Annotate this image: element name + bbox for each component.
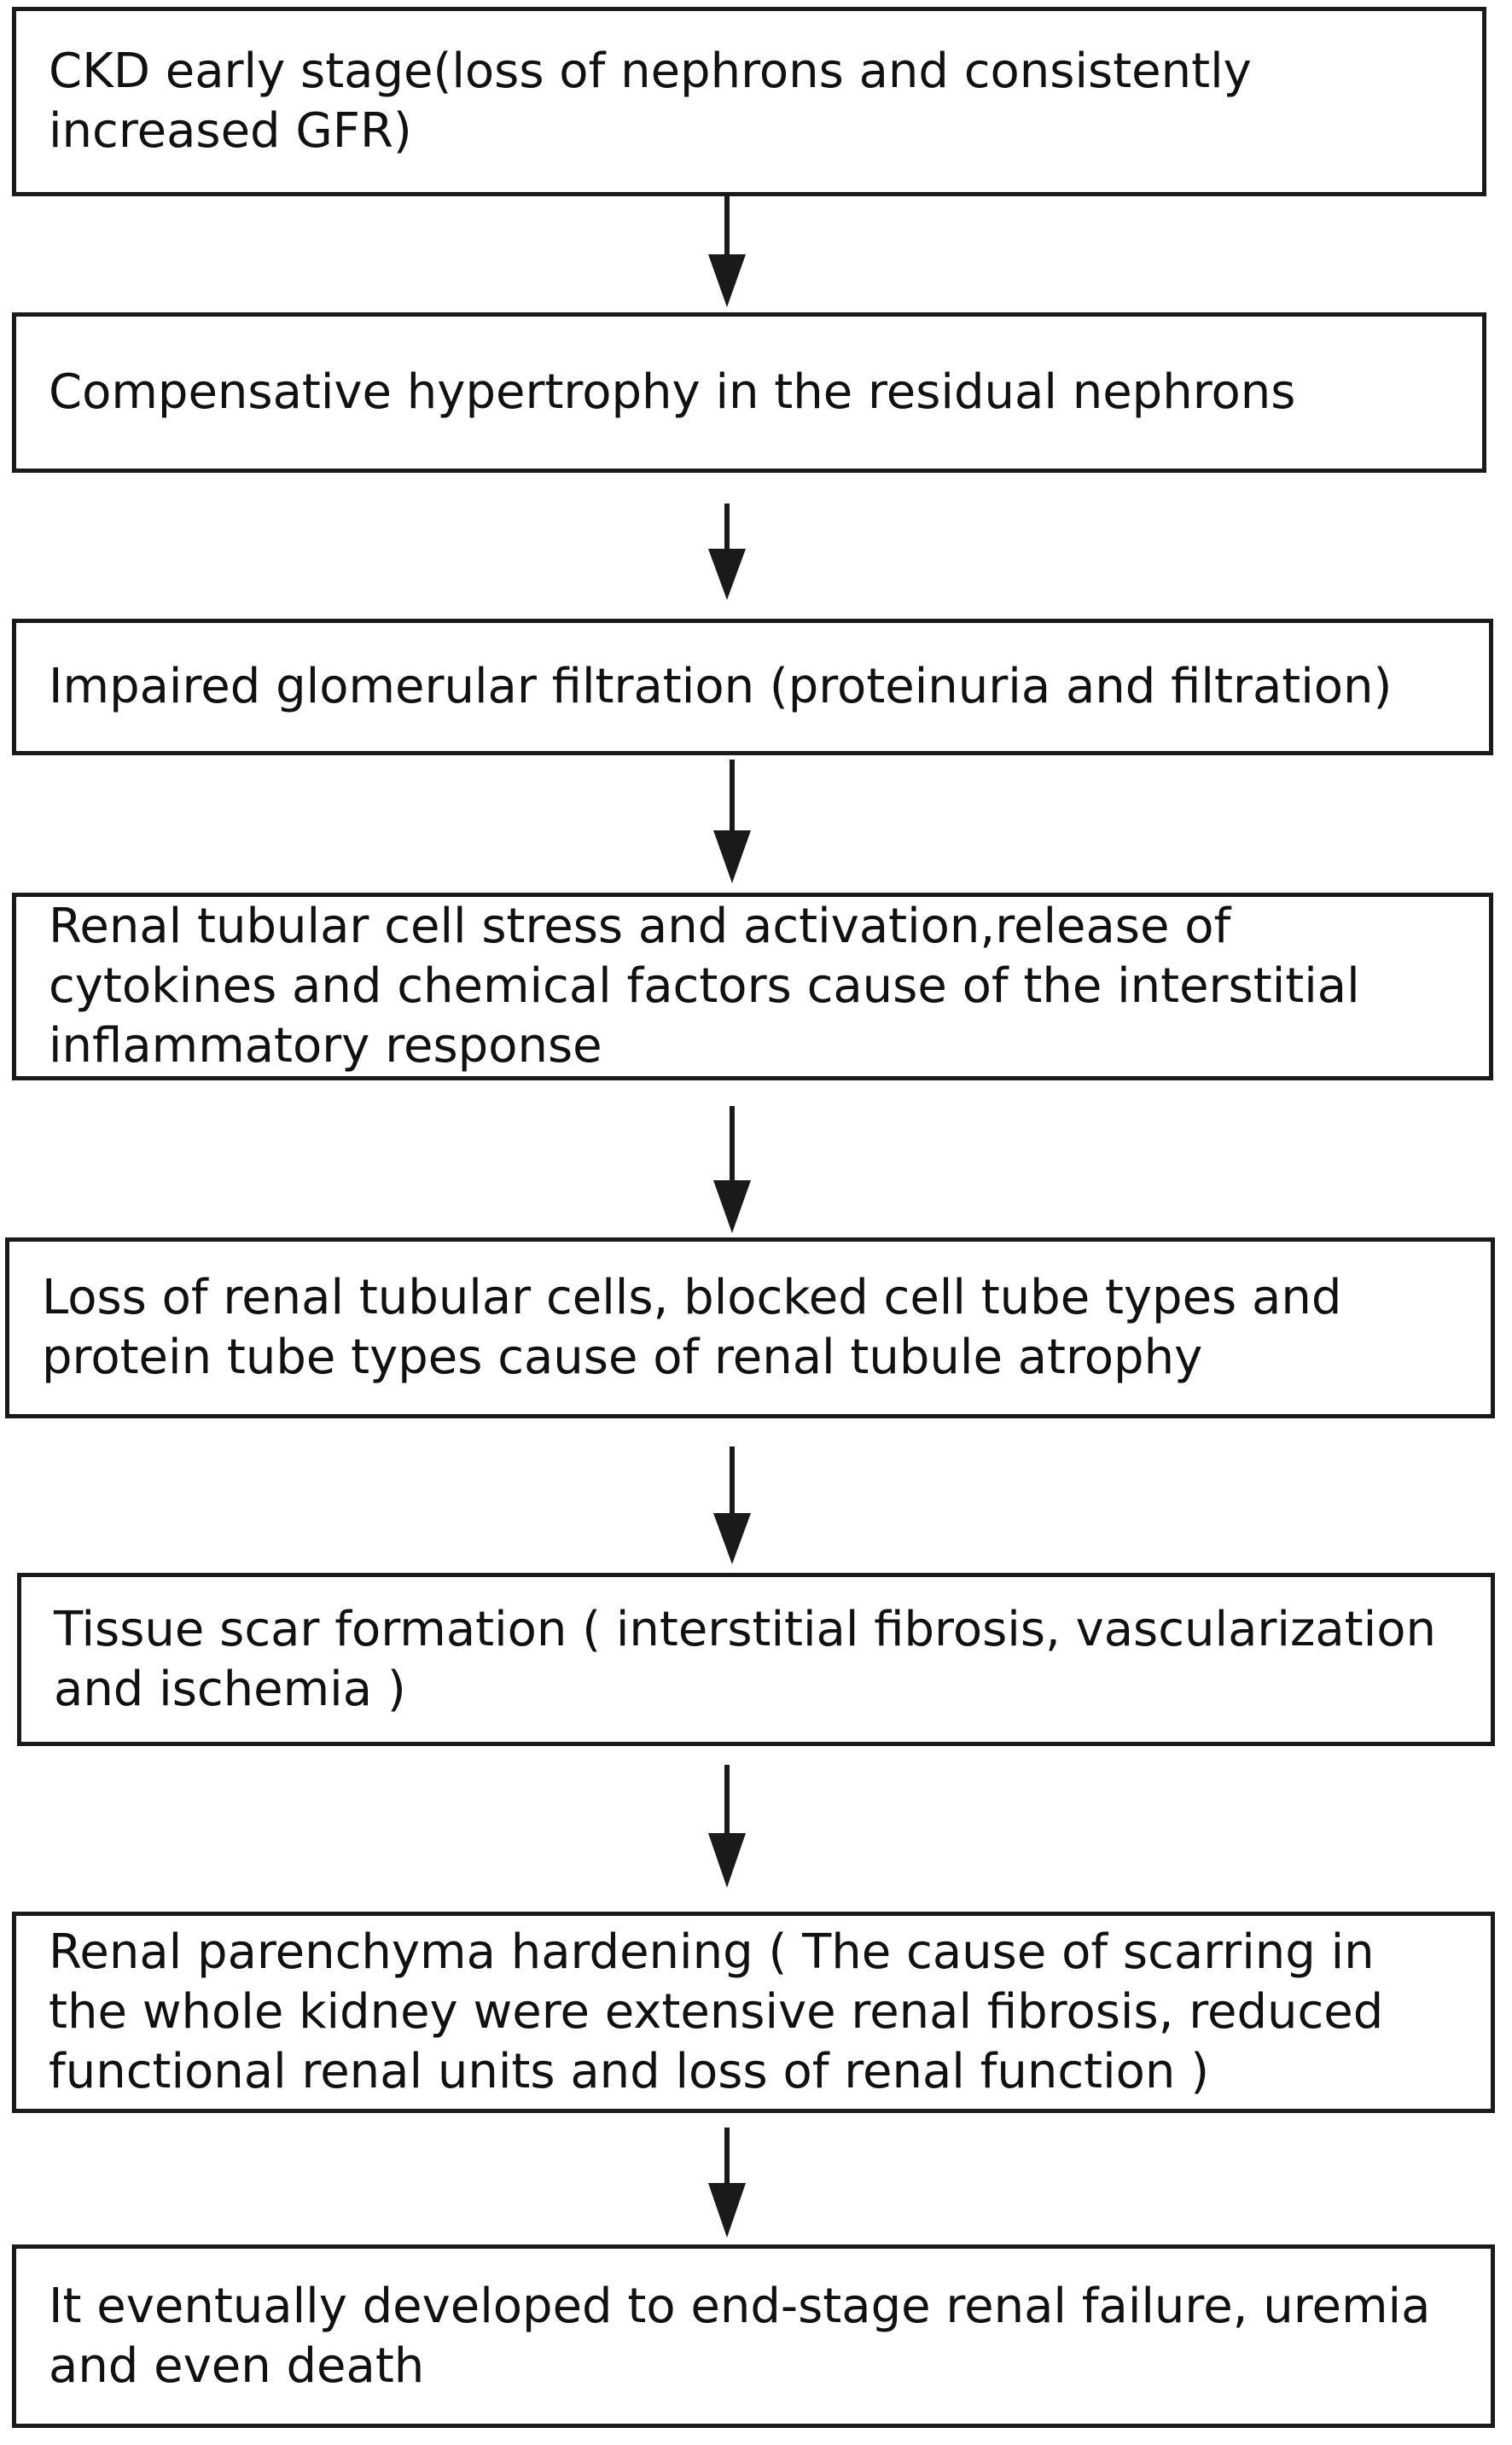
arrow-2 bbox=[708, 504, 746, 600]
arrow-3 bbox=[713, 760, 751, 883]
arrow-1 bbox=[708, 196, 746, 307]
step-text-ckd-early-stage: CKD early stage(loss of nephrons and con… bbox=[49, 44, 1252, 159]
step-text-compensative-hypertrophy: Compensative hypertrophy in the residual… bbox=[49, 364, 1296, 420]
step-text-loss-of-renal-tubular-cells: Loss of renal tubular cells, blocked cel… bbox=[42, 1270, 1342, 1385]
arrow-5 bbox=[713, 1447, 751, 1564]
step-box-renal-parenchyma-hardening: Renal parenchyma hardening ( The cause o… bbox=[12, 1912, 1495, 2113]
arrow-4 bbox=[713, 1106, 751, 1233]
arrow-6 bbox=[708, 1765, 746, 1888]
step-text-renal-tubular-cell-stress: Renal tubular cell stress and activation… bbox=[49, 899, 1360, 1074]
step-text-impaired-glomerular-filtration: Impaired glomerular filtration (proteinu… bbox=[49, 659, 1393, 714]
step-text-tissue-scar-formation: Tissue scar formation ( interstitial fib… bbox=[54, 1601, 1436, 1717]
step-text-renal-parenchyma-hardening: Renal parenchyma hardening ( The cause o… bbox=[49, 1924, 1384, 2099]
step-text-end-stage-renal-failure: It eventually developed to end-stage ren… bbox=[49, 2278, 1431, 2394]
step-box-loss-of-renal-tubular-cells: Loss of renal tubular cells, blocked cel… bbox=[5, 1237, 1495, 1418]
step-box-ckd-early-stage: CKD early stage(loss of nephrons and con… bbox=[12, 7, 1486, 196]
arrow-7 bbox=[708, 2128, 746, 2238]
step-box-impaired-glomerular-filtration: Impaired glomerular filtration (proteinu… bbox=[12, 619, 1493, 755]
step-box-compensative-hypertrophy: Compensative hypertrophy in the residual… bbox=[12, 312, 1486, 473]
step-box-renal-tubular-cell-stress: Renal tubular cell stress and activation… bbox=[12, 893, 1493, 1080]
step-box-tissue-scar-formation: Tissue scar formation ( interstitial fib… bbox=[17, 1573, 1495, 1746]
step-box-end-stage-renal-failure: It eventually developed to end-stage ren… bbox=[12, 2244, 1495, 2428]
